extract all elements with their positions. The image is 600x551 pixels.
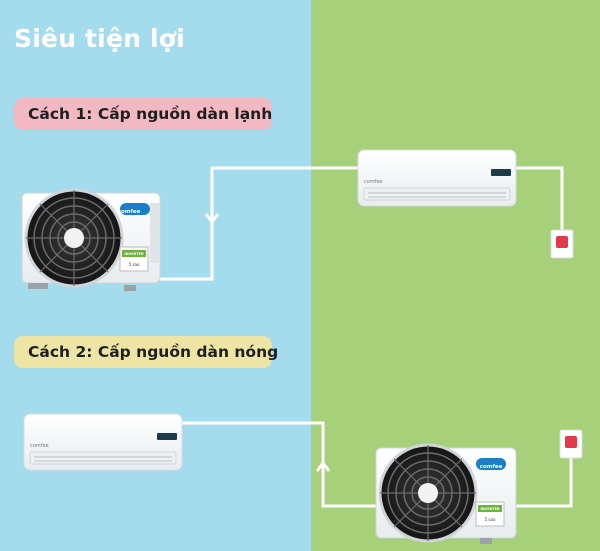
inverter-badge: INVERTER <box>124 252 144 256</box>
power-outlet-icon <box>559 429 583 459</box>
energy-badge: 5 sao <box>129 262 140 267</box>
indoor-unit-icon <box>357 149 517 207</box>
wire-method-2 <box>181 421 573 508</box>
method-2-label: Cách 2: Cấp nguồn dàn nóng <box>14 336 278 368</box>
page-title: Siêu tiện lợi <box>14 24 185 53</box>
brand-logo: comfee <box>364 179 383 185</box>
brand-logo: comfee <box>480 464 503 470</box>
brand-logo: comfee <box>118 209 141 215</box>
outdoor-unit-icon <box>375 443 517 544</box>
brand-logo: comfee <box>30 443 49 449</box>
energy-badge: 5 sao <box>485 517 496 522</box>
wire-method-1 <box>158 166 564 281</box>
power-outlet-icon <box>550 229 574 259</box>
inverter-badge: INVERTER <box>480 507 500 511</box>
outdoor-unit-icon <box>21 188 161 291</box>
indoor-unit-icon <box>23 413 183 471</box>
method-1-label: Cách 1: Cấp nguồn dàn lạnh <box>14 98 272 130</box>
